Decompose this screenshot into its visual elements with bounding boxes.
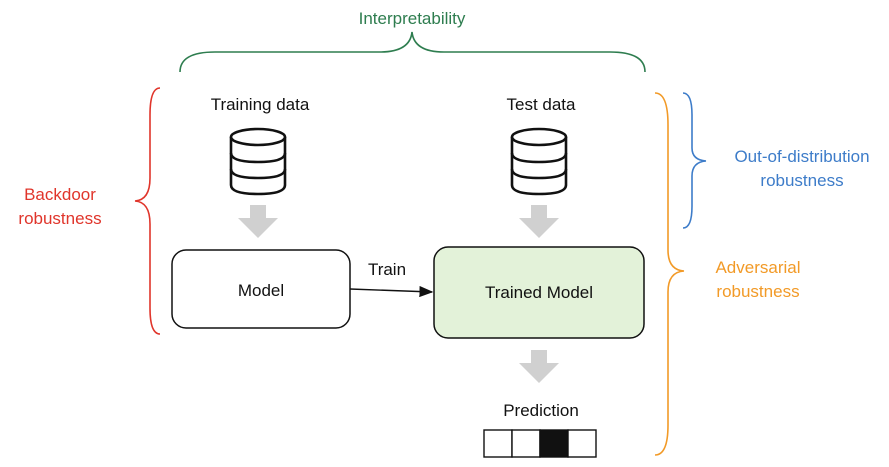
adversarial-label-line2: robustness [716, 282, 799, 301]
test-database-icon [510, 127, 568, 196]
trained-model-label: Trained Model [485, 283, 593, 302]
trained-model-box [433, 246, 645, 339]
prediction-arrow [519, 350, 559, 383]
model-label: Model [238, 281, 284, 300]
backdoor-brace [134, 87, 161, 335]
ood-label-line1: Out-of-distribution [734, 147, 869, 166]
train-arrow [349, 285, 434, 298]
backdoor-label-line2: robustness [18, 209, 101, 228]
test-data-arrow [519, 205, 559, 238]
test-data-label: Test data [507, 95, 577, 114]
training-data-label: Training data [211, 95, 310, 114]
prediction-cell [483, 429, 513, 458]
training-data-arrow [238, 205, 278, 238]
interpretability-label: Interpretability [359, 9, 466, 28]
prediction-cell [567, 429, 597, 458]
prediction-cell-filled [539, 429, 569, 458]
prediction-output-vector [483, 429, 597, 458]
ood-label-line2: robustness [760, 171, 843, 190]
training-database-icon [229, 127, 287, 196]
backdoor-label-line1: Backdoor [24, 185, 96, 204]
prediction-cell [511, 429, 541, 458]
train-label: Train [368, 260, 406, 279]
adversarial-label-line1: Adversarial [715, 258, 800, 277]
interpretability-brace [179, 31, 646, 73]
prediction-label: Prediction [503, 401, 579, 420]
adversarial-brace [654, 92, 685, 456]
ood-brace [682, 92, 707, 229]
